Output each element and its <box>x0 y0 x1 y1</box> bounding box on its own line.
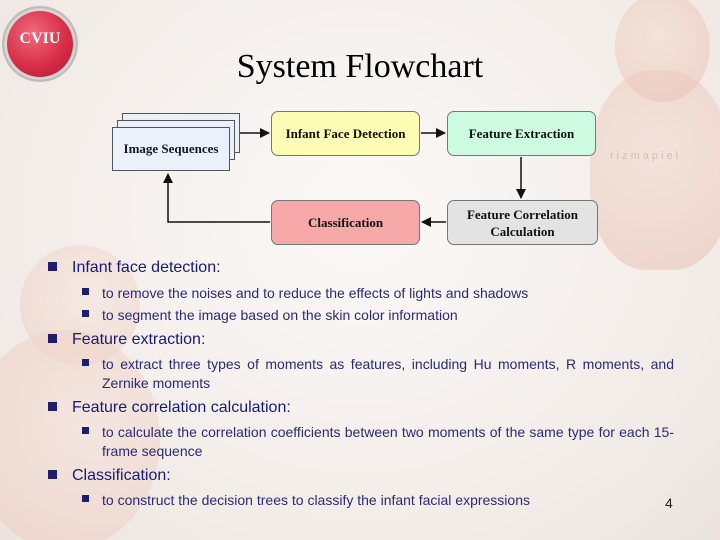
feature-correlation-line2: Calculation <box>490 224 554 239</box>
image-sequences-box: Image Sequences <box>112 127 230 171</box>
arrow-classification-to-images <box>168 174 270 222</box>
bullet-square-icon <box>48 470 57 479</box>
page-number: 4 <box>665 495 673 511</box>
classification-box: Classification <box>271 200 420 245</box>
feature-extraction-box: Feature Extraction <box>447 111 596 156</box>
bullet-square-icon <box>48 402 57 411</box>
bullet-square-icon <box>82 495 89 502</box>
bullet-square-icon <box>82 310 89 317</box>
bullet-square-icon <box>48 262 57 271</box>
bullet-square-icon <box>82 288 89 295</box>
image-sequences-label: Image Sequences <box>124 141 219 157</box>
bullet-square-icon <box>48 334 57 343</box>
bullet-square-icon <box>82 427 89 434</box>
classification-label: Classification <box>308 214 383 231</box>
feature-correlation-line1: Feature Correlation <box>467 207 578 222</box>
feature-extraction-label: Feature Extraction <box>469 125 575 142</box>
bullet-square-icon <box>82 359 89 366</box>
feature-correlation-label: Feature Correlation Calculation <box>467 206 578 240</box>
infant-face-detection-label: Infant Face Detection <box>286 125 406 142</box>
infant-face-detection-box: Infant Face Detection <box>271 111 420 156</box>
feature-correlation-box: Feature Correlation Calculation <box>447 200 598 245</box>
